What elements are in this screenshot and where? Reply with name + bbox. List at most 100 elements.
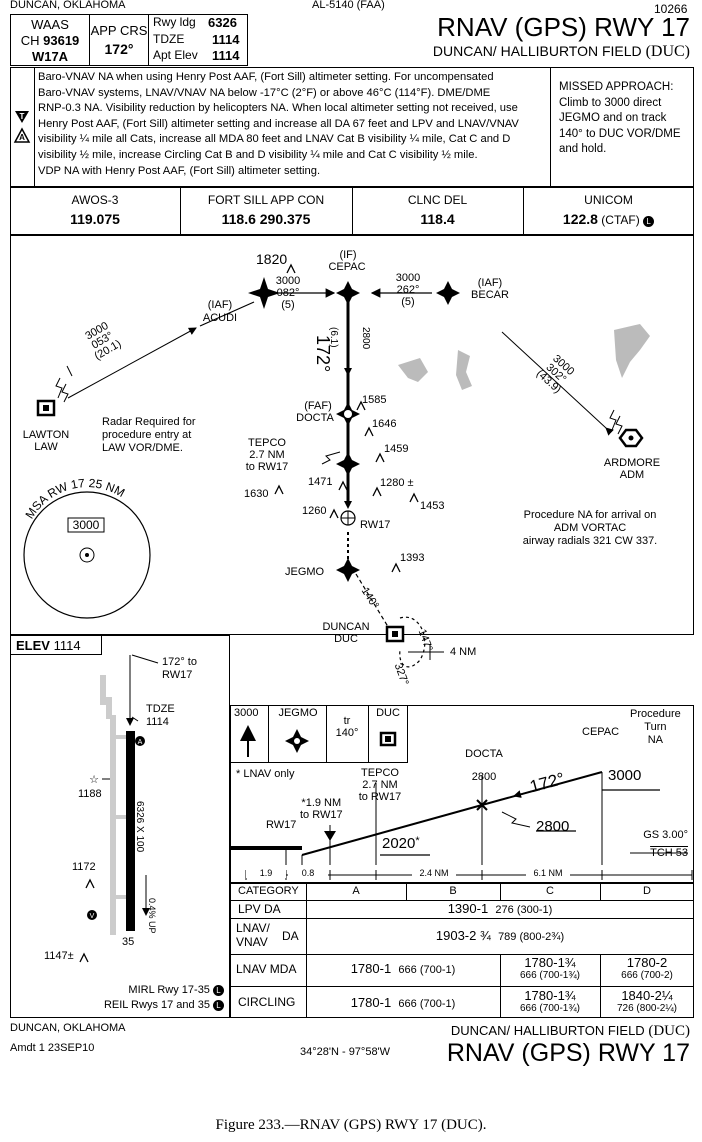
rwy-ldg-value: 6326 — [208, 15, 237, 30]
t-a-symbol-icon: T A — [13, 111, 31, 143]
lnav-c-sub: 666 (700-1¾) — [519, 970, 581, 981]
profile-alt3000: 3000 — [608, 767, 642, 784]
plan-view — [10, 235, 694, 635]
waypoint-icon — [248, 277, 460, 582]
comm-freq: 118.6 290.375 — [221, 211, 311, 227]
ch-row: CH 93619 — [20, 33, 80, 48]
obstacle-elev: 1172 — [72, 861, 96, 873]
circ-c-main: 1780-1¾ — [524, 988, 576, 1003]
svg-text:T: T — [20, 112, 25, 121]
mb-alt: 3000 — [234, 707, 259, 719]
final-dist: (6.1) — [328, 327, 339, 348]
runway-dims: 6326 X 100 — [134, 801, 145, 853]
runway — [126, 731, 135, 931]
comm-name: CLNC DEL — [407, 193, 468, 207]
rw17-label: RW17 — [360, 519, 391, 531]
duc-label: DUC — [334, 633, 358, 645]
procedure-title: RNAV (GPS) RWY 17 — [437, 12, 690, 42]
mb-jegmo: JEGMO — [278, 707, 318, 719]
minima-header: C — [546, 885, 554, 897]
amendment: Amdt 1 23SEP10 — [10, 1042, 95, 1054]
procedure-title-bottom: RNAV (GPS) RWY 17 — [446, 1039, 690, 1067]
docta-label: DOCTA — [296, 412, 334, 424]
obstacle-elev: 1188 — [78, 788, 102, 800]
glideslope: GS 3.00° — [643, 829, 688, 841]
lpv-label: LPV DA — [238, 902, 281, 916]
obstacle-elev: 1280 ± — [380, 477, 414, 489]
beacon-icon: ☆ — [89, 774, 99, 786]
leg-dist: (5) — [401, 296, 415, 308]
lake-icon — [398, 358, 428, 382]
lnav-ab-minima: 1780-1 666 (700-1) — [350, 961, 456, 976]
chart-number: 10266 — [654, 2, 688, 16]
minima-table — [230, 883, 694, 1018]
profile-rw17: RW17 — [266, 819, 297, 831]
minima-header: CATEGORY — [238, 885, 299, 897]
pilot-control-icon: L — [213, 985, 224, 996]
tch: TCH 53 — [650, 847, 688, 859]
location-bottom: DUNCAN, OKLAHOMA — [10, 1022, 126, 1034]
w-value: W17A — [31, 49, 69, 64]
elev-label: ELEV 1114 — [16, 638, 81, 653]
profile-cepac: CEPAC — [582, 726, 620, 738]
hold-leg: 4 NM — [450, 646, 477, 658]
obstacle-elev: 1453 — [420, 500, 445, 512]
obstacle-elev: 1585 — [362, 394, 387, 406]
obstacle-elev: 1260 — [302, 505, 327, 517]
msa-alt: 3000 — [72, 518, 100, 532]
svg-text:A: A — [19, 133, 25, 142]
runway-grade: 0.4% UP — [147, 898, 157, 934]
lnav-label: LNAV MDA — [236, 962, 297, 976]
comm-name: AWOS-3 — [71, 193, 119, 207]
waas-label: WAAS — [31, 17, 69, 32]
lighting-mirl: MIRL Rwy 17-35 L — [128, 984, 224, 997]
dist-seg: 6.1 NM — [526, 868, 570, 879]
obstacle-icon — [79, 263, 419, 963]
if-label: (IF) — [339, 249, 357, 261]
notes-box — [10, 67, 694, 187]
acudi-label: ACUDI — [202, 312, 238, 324]
comm-name: UNICOM — [584, 193, 633, 207]
obstacle-elev: 1646 — [372, 418, 397, 430]
lake-icon — [456, 350, 472, 390]
iaf-label: (IAF) — [477, 277, 503, 289]
cepac-label: CEPAC — [328, 261, 366, 273]
leg-crs: 262° — [396, 284, 420, 296]
leg-dist: (5) — [281, 299, 295, 311]
becar-label: BECAR — [471, 289, 509, 301]
leg-crs: 082° — [276, 287, 300, 299]
lnav-c-main: 1780-1¾ — [524, 955, 576, 970]
missed-approach: MISSED APPROACH: Climb to 3000 direct JE… — [559, 81, 681, 156]
lawton-label: LAWTON — [22, 429, 70, 441]
coordinates: 34°28'N - 97°58'W — [300, 1046, 391, 1058]
chart-id: AL-5140 (FAA) — [312, 0, 385, 11]
vor-dme-icon — [36, 399, 56, 417]
app-crs-value: 172° — [104, 41, 134, 57]
mb-duc: DUC — [376, 707, 400, 719]
circ-d-main: 1840-2¼ — [621, 988, 673, 1003]
airport-name-bottom: DUNCAN/ HALLIBURTON FIELD (DUC) — [450, 1023, 690, 1039]
location-top: DUNCAN, OKLAHOMA — [10, 0, 126, 11]
profile-alt2020: 2020* — [382, 835, 420, 852]
obstacle-elev: 1459 — [384, 443, 409, 455]
dist-seg: 2.4 NM — [412, 868, 456, 879]
lnav-d-sub: 666 (700-2) — [621, 970, 673, 981]
fix-elev: 1820 — [256, 251, 288, 267]
notes-text: Baro-VNAV NA when using Henry Post AAF, … — [38, 71, 519, 177]
adm-label: ADM — [619, 469, 645, 481]
circ-c-sub: 666 (700-1¾) — [519, 1003, 581, 1014]
duncan-label: DUNCAN — [322, 621, 370, 633]
lpv-minima: 1390-1 276 (300-1) — [447, 901, 553, 916]
final-alt: 2800 — [360, 327, 371, 350]
dist-seg: 1.9 — [246, 868, 286, 879]
lnavvnav-minima: 1903-2 ¾ 789 (800-2¾) — [435, 928, 565, 943]
lake-icon — [614, 324, 650, 378]
comm-name: FORT SILL APP CON — [207, 193, 325, 207]
rwy-ldg-label: Rwy ldg — [153, 15, 196, 29]
